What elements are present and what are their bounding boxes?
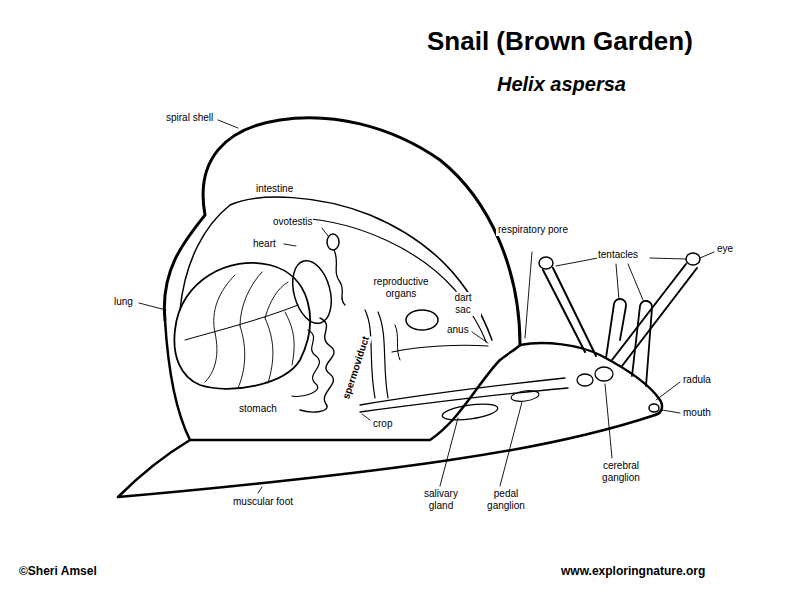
part-label: stomach xyxy=(238,403,278,415)
subtitle: Helix aspersa xyxy=(496,72,627,96)
part-label: eye xyxy=(716,243,734,255)
part-label: muscular foot xyxy=(232,496,294,508)
part-label: crop xyxy=(372,418,393,430)
part-label: salivary gland xyxy=(418,488,464,512)
part-label: pedal ganglion xyxy=(480,488,532,512)
part-label: spermoviduct xyxy=(340,334,372,402)
part-label: reproductive organs xyxy=(364,276,438,300)
part-label: respiratory pore xyxy=(496,224,570,236)
part-label: lung xyxy=(113,296,134,308)
part-label: anus xyxy=(446,324,470,336)
part-label: heart xyxy=(252,238,277,250)
part-label: spiral shell xyxy=(165,112,214,124)
credit-text: ©Sheri Amsel xyxy=(18,564,98,578)
part-label: ovotestis xyxy=(272,216,313,228)
part-label: intestine xyxy=(255,183,294,195)
part-label: cerebral ganglion xyxy=(590,460,652,484)
part-label: mouth xyxy=(682,407,712,419)
part-label: radula xyxy=(682,374,712,386)
credit-text: www.exploringnature.org xyxy=(560,564,706,578)
part-label: dart sac xyxy=(445,292,481,316)
part-label: tentacles xyxy=(597,249,639,261)
diagram-title: Snail (Brown Garden) xyxy=(427,26,693,57)
